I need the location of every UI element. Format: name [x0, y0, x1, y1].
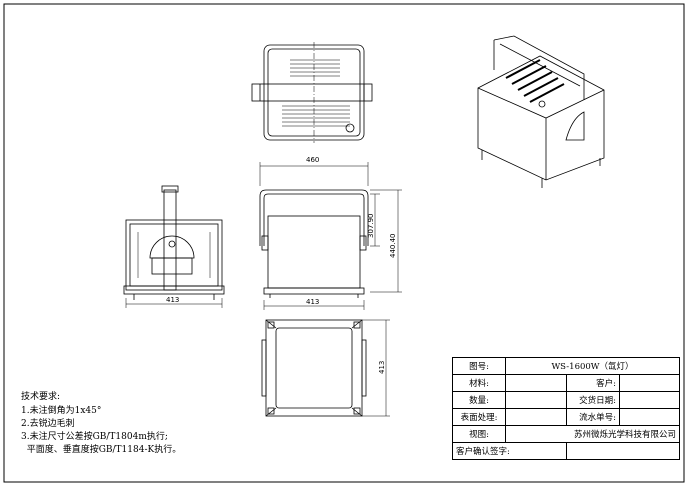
- tech-note-4: 平面度、垂直度按GB/T1184-K执行。: [21, 445, 182, 455]
- top-view: [251, 42, 373, 143]
- tech-note-3: 3.未注尺寸公差按GB/T1804m执行;: [21, 432, 168, 442]
- dim-depth-bottom: 413: [378, 361, 386, 374]
- surface-label: 表面处理:: [452, 408, 506, 426]
- sign-label: 客户确认签字:: [452, 442, 567, 460]
- material-label: 材料:: [452, 374, 506, 392]
- dim-width-top: 460: [306, 156, 319, 164]
- quantity-label: 数量:: [452, 391, 506, 409]
- company-name: 苏州微烁光学科技有限公司: [505, 425, 680, 443]
- delivery-value: [619, 391, 680, 409]
- tech-note-2: 2.去锐边毛刺: [21, 419, 75, 429]
- customer-value: [619, 374, 680, 392]
- title-block: 图号: WS-1600W（氙灯） 材料: 客户: 数量: 交货日期: 表面处理:…: [452, 357, 680, 460]
- serial-label: 流水单号:: [566, 408, 620, 426]
- customer-label: 客户:: [566, 374, 620, 392]
- material-value: [505, 374, 567, 392]
- sign-value: [566, 442, 680, 460]
- surface-value: [505, 408, 567, 426]
- tech-note-1: 1.未注倒角为1x45°: [21, 406, 102, 416]
- dim-width-side: 413: [166, 296, 179, 304]
- delivery-label: 交货日期:: [566, 391, 620, 409]
- dim-height-inner: 307.90: [367, 214, 375, 239]
- isometric-view: [477, 35, 605, 188]
- quantity-value: [505, 391, 567, 409]
- sheet-border: [3, 3, 685, 483]
- side-view: [123, 185, 225, 300]
- serial-value: [619, 408, 680, 426]
- drawing-no-value: WS-1600W（氙灯）: [505, 357, 680, 375]
- front-view: [259, 189, 369, 298]
- dim-width-front: 413: [306, 298, 319, 306]
- dim-height-total: 440.40: [389, 234, 397, 259]
- view-label: 视图:: [452, 425, 506, 443]
- drawing-no-label: 图号:: [452, 357, 506, 375]
- tech-notes-title: 技术要求:: [21, 392, 61, 402]
- bottom-view: [261, 319, 367, 417]
- dimension-lines: [125, 162, 402, 417]
